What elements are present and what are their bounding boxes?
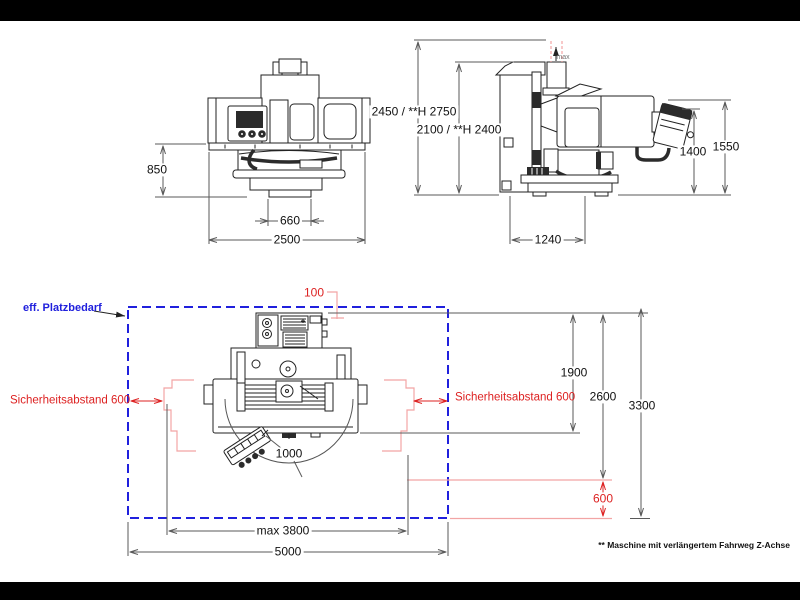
dim-side-head-height: 1550 <box>710 139 742 154</box>
plan-view <box>93 291 650 556</box>
dim-plan-swing-radius: 1000 <box>273 446 305 461</box>
dim-plan-max-width: max 3800 <box>254 523 312 538</box>
dim-plan-2600: 2600 <box>587 389 619 404</box>
footnote-z-axis: ** Maschine mit verlängertem Fahrweg Z-A… <box>598 540 790 550</box>
dim-side-depth: 1240 <box>532 232 564 247</box>
max-travel-indicator <box>550 41 563 62</box>
dim-side-height-total: 2450 / **H 2750 <box>369 104 459 119</box>
safety-distance-label-right: Sicherheitsabstand 600 <box>455 391 576 404</box>
dim-front-total-width: 2500 <box>271 232 303 247</box>
dim-side-pendant-height: 1400 <box>677 144 709 159</box>
safety-dimensions <box>131 401 603 516</box>
dim-side-height-cabin: 2100 / **H 2400 <box>414 122 504 137</box>
max-travel-label: max <box>556 54 570 62</box>
letterbox-top <box>0 0 800 21</box>
dim-front-height: 850 <box>144 162 170 177</box>
dim-plan-offset-top: 100 <box>301 285 327 300</box>
platzbedarf-boundary <box>127 306 449 519</box>
dim-plan-total-width: 5000 <box>272 544 304 559</box>
dim-plan-rear-600: 600 <box>590 491 616 506</box>
platzbedarf-label: eff. Platzbedarf <box>23 301 102 314</box>
safety-zone-outlines <box>163 291 612 520</box>
side-view <box>414 39 731 244</box>
dim-plan-3300: 3300 <box>626 398 658 413</box>
front-view <box>155 58 371 244</box>
letterbox-bottom <box>0 582 800 600</box>
safety-distance-label-left: Sicherheitsabstand 600 <box>10 394 131 407</box>
dim-front-foot-width: 660 <box>277 213 303 228</box>
dim-plan-1900: 1900 <box>558 365 590 380</box>
